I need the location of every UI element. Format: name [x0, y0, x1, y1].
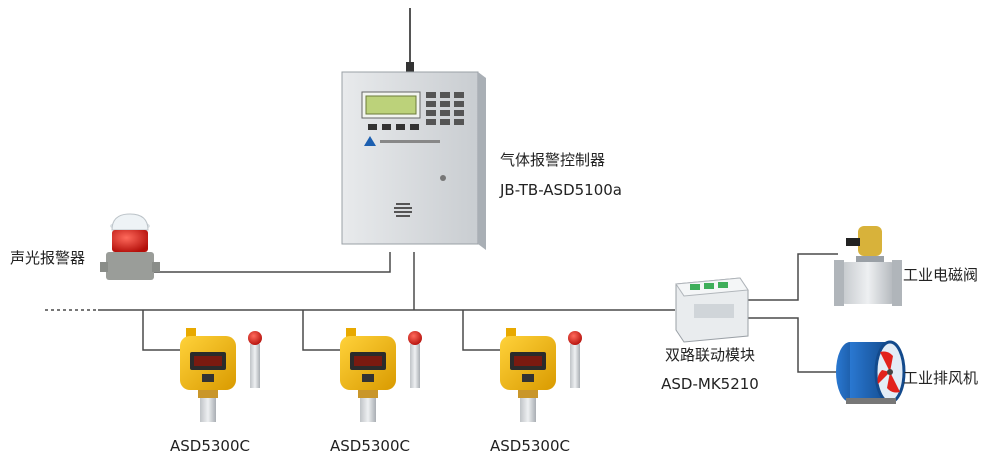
- fan-wire: [748, 317, 838, 373]
- siren-name: 声光报警器: [10, 249, 86, 267]
- detector1-wire: [142, 310, 182, 351]
- controller-name: 气体报警控制器: [500, 151, 606, 169]
- siren-device: [100, 213, 160, 280]
- valve-wire: [748, 253, 838, 301]
- module-model: ASD-MK5210: [661, 375, 759, 393]
- detector-device-3: [500, 328, 582, 422]
- fan-name: 工业排风机: [903, 369, 979, 387]
- controller-lock-icon: [440, 175, 446, 181]
- valve-device: [834, 226, 902, 306]
- controller-buttons: [368, 124, 419, 130]
- controller-lcd: [365, 95, 417, 115]
- detector-device-1: [180, 328, 262, 422]
- detector2-wire: [302, 310, 342, 351]
- valve-name: 工业电磁阀: [903, 266, 979, 284]
- wiring: [45, 252, 838, 373]
- module-device: [675, 277, 749, 343]
- detector-model-1: ASD5300C: [170, 437, 250, 455]
- detector3-wire: [462, 310, 502, 351]
- detector-model-2: ASD5300C: [330, 437, 410, 455]
- speaker-grille-icon: [394, 203, 412, 217]
- logo-icon: [364, 136, 376, 146]
- fan-device: [836, 340, 906, 404]
- fan-blade-icon: [877, 351, 900, 393]
- detector-model-3: ASD5300C: [490, 437, 570, 455]
- module-name: 双路联动模块: [664, 346, 755, 364]
- detector-device-2: [340, 328, 422, 422]
- controller-device: [341, 8, 486, 250]
- controller-model: JB-TB-ASD5100a: [500, 181, 622, 199]
- controller-keypad: [426, 92, 464, 125]
- module-terminals: [690, 282, 728, 290]
- siren-wire: [150, 252, 391, 273]
